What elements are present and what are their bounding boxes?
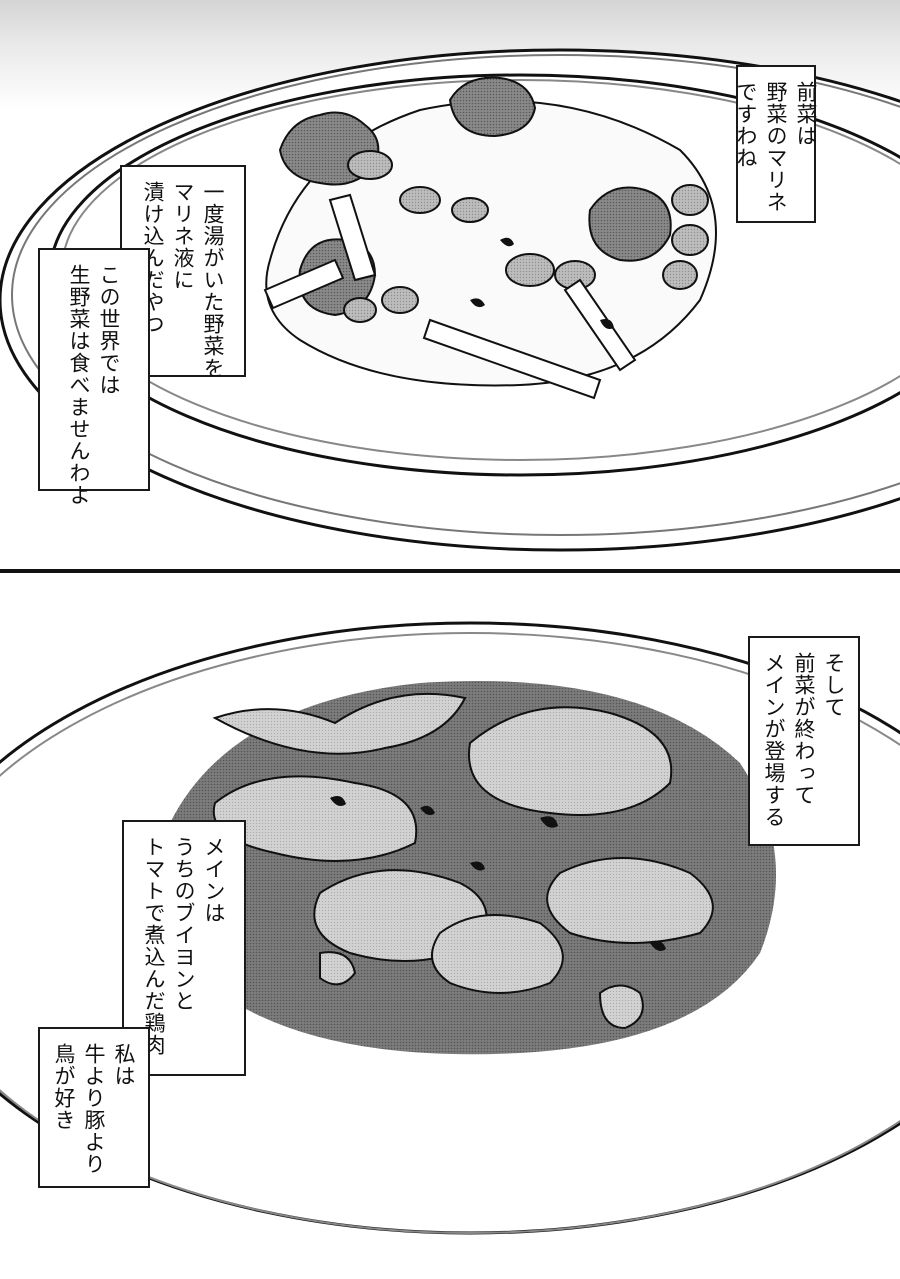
caption-line: 野菜のマリネ	[764, 81, 788, 213]
caption-appetizer-intro: 前菜は 野菜のマリネ ですわね	[734, 65, 818, 223]
caption-line: 前菜は	[794, 81, 818, 147]
caption-line: 鳥が好き	[52, 1043, 76, 1131]
caption-line: そして	[822, 652, 846, 718]
caption-line: 生野菜は食べませんわよ	[67, 264, 91, 506]
panel-divider	[0, 569, 900, 573]
caption-line: メインは	[202, 836, 226, 924]
caption-line: 牛より豚より	[82, 1043, 106, 1175]
caption-line: トマトで煮込んだ鶏肉	[142, 836, 166, 1056]
caption-line: 一度湯がいた野菜を	[201, 181, 225, 379]
caption-line: この世界では	[97, 264, 121, 396]
caption-line: ですわね	[734, 81, 758, 169]
caption-line: 私は	[112, 1043, 136, 1087]
caption-main-arrives: そして 前菜が終わって メインが登場する	[748, 636, 860, 846]
caption-line: メインが登場する	[762, 652, 786, 828]
caption-line: うちのブイヨンと	[172, 836, 196, 1012]
caption-line: 前菜が終わって	[792, 652, 816, 806]
caption-no-raw-vegetables: この世界では 生野菜は食べませんわよ	[38, 248, 150, 506]
panel-main-dish: そして 前菜が終わって メインが登場する メインは うちのブイヨンと トマトで煮…	[0, 573, 900, 1279]
caption-line: マリネ液に	[171, 181, 195, 291]
caption-favorite-meat: 私は 牛より豚より 鳥が好き	[38, 1027, 150, 1188]
main-dish-plate-illustration	[0, 621, 900, 1235]
panel-appetizer: 前菜は 野菜のマリネ ですわね 一度湯がいた野菜を マリネ液に 漬け込んだやつ …	[0, 0, 900, 570]
